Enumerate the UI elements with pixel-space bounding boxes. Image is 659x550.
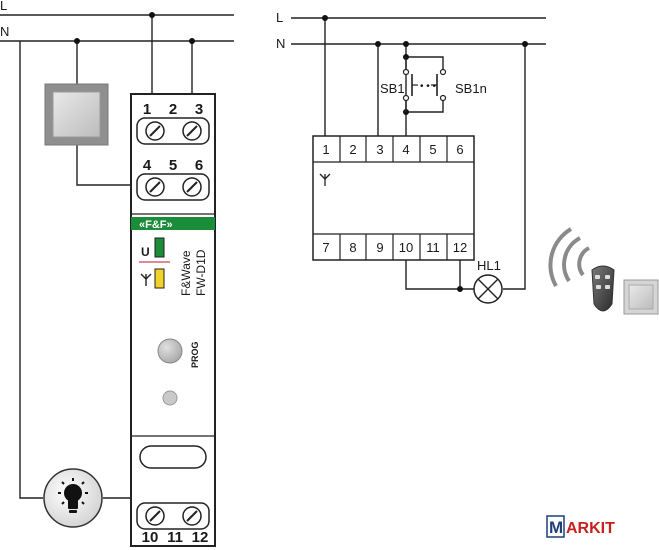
antenna-icon — [319, 173, 331, 186]
push-switch-sb1n — [431, 68, 447, 102]
terminal-12-label: 12 — [453, 240, 467, 255]
bottom-terminal-row: 10 11 12 — [142, 529, 209, 546]
push-switch-sb1 — [402, 57, 418, 112]
junction-dot — [403, 41, 409, 47]
lamp-hl1 — [473, 274, 503, 304]
left-n-label: N — [0, 24, 9, 39]
junction-dot — [522, 41, 528, 47]
terminal10-to-lamp-wire — [405, 260, 474, 290]
prog-label: PROG — [190, 341, 200, 368]
bottom-terminal-row: 7 8 9 10 11 12 — [322, 240, 467, 255]
led-u-label: U — [141, 245, 150, 259]
switch-bus-top — [406, 56, 444, 70]
remote-control-icon — [591, 265, 615, 312]
junction-dot — [322, 15, 328, 21]
status-led — [162, 390, 178, 406]
screw-block-row2 — [136, 173, 210, 201]
terminal-5-label: 5 — [429, 142, 436, 157]
left-diagram: L N — [0, 0, 234, 547]
terminal-4-label: 4 — [143, 157, 152, 174]
terminal-9-label: 9 — [376, 240, 383, 255]
led-radio-indicator — [154, 268, 165, 289]
terminal-1-label: 1 — [322, 142, 329, 157]
right-l-label: L — [276, 10, 283, 25]
prog-button[interactable] — [157, 338, 183, 364]
hl1-label: HL1 — [477, 258, 501, 273]
terminal-8-label: 8 — [349, 240, 356, 255]
light-bulb — [43, 468, 103, 528]
junction-dot — [74, 38, 80, 44]
terminal-2-label: 2 — [169, 101, 177, 118]
brand-logo: «F&F» — [139, 219, 173, 231]
led-u-indicator — [154, 237, 165, 258]
junction-dot — [457, 286, 463, 292]
sb1-label: SB1 — [380, 81, 405, 96]
terminal-11-label: 11 — [426, 240, 440, 255]
relay-module: 1 2 3 4 5 6 7 8 9 10 11 12 — [312, 135, 475, 261]
left-l-label: L — [0, 0, 7, 13]
signal-waves-icon — [548, 227, 591, 287]
junction-dot — [189, 38, 195, 44]
terminal-7-label: 7 — [322, 240, 329, 255]
screw-block-row1 — [136, 117, 210, 145]
n-to-lamp-wire — [503, 44, 526, 290]
junction-dot — [375, 41, 381, 47]
terminal-3-label: 3 — [195, 101, 203, 118]
terminal-4-label: 4 — [402, 142, 409, 157]
watermark-rest: ARKIT — [566, 520, 615, 537]
terminal-6-label: 6 — [195, 157, 203, 174]
terminal-10-label: 10 — [399, 240, 413, 255]
terminal-12-label: 12 — [192, 529, 209, 546]
rail-slot — [139, 445, 207, 469]
device-name-line1: F&Wave — [179, 250, 193, 296]
terminal-3-label: 3 — [376, 142, 383, 157]
top-terminal-row1: 1 2 3 — [143, 101, 203, 118]
wall-push-button — [44, 83, 109, 146]
top-terminal-row: 1 2 3 4 5 6 — [322, 142, 463, 157]
right-n-label: N — [276, 36, 285, 51]
terminal-10-label: 10 — [142, 529, 159, 546]
terminal-6-label: 6 — [456, 142, 463, 157]
right-diagram: L N 1 2 3 4 5 6 7 — [276, 10, 659, 315]
switch-to-terminal4-wire — [76, 145, 134, 186]
terminal-1-label: 1 — [143, 101, 151, 118]
bulb-icon — [58, 478, 88, 513]
markit-watermark: M ARKIT — [546, 515, 615, 538]
switch-dots: • • • — [420, 81, 437, 92]
top-terminal-row2: 4 5 6 — [143, 157, 203, 174]
screw-block-bottom — [136, 502, 210, 530]
watermark-m: M — [549, 518, 563, 537]
wall-transmitter — [623, 279, 659, 315]
antenna-icon — [140, 273, 152, 286]
junction-dot — [149, 12, 155, 18]
device-name-line2: FW-D1D — [194, 249, 208, 296]
terminal-11-label: 11 — [167, 529, 183, 546]
fw-d1d-device: 1 2 3 4 5 6 — [130, 93, 216, 547]
terminal-2-label: 2 — [349, 142, 356, 157]
sb1n-label: SB1n — [455, 81, 487, 96]
terminal-5-label: 5 — [169, 157, 177, 174]
switch-bus-bottom — [406, 98, 444, 113]
brand-bar — [131, 217, 215, 230]
n-to-bulb-wire — [19, 41, 43, 499]
